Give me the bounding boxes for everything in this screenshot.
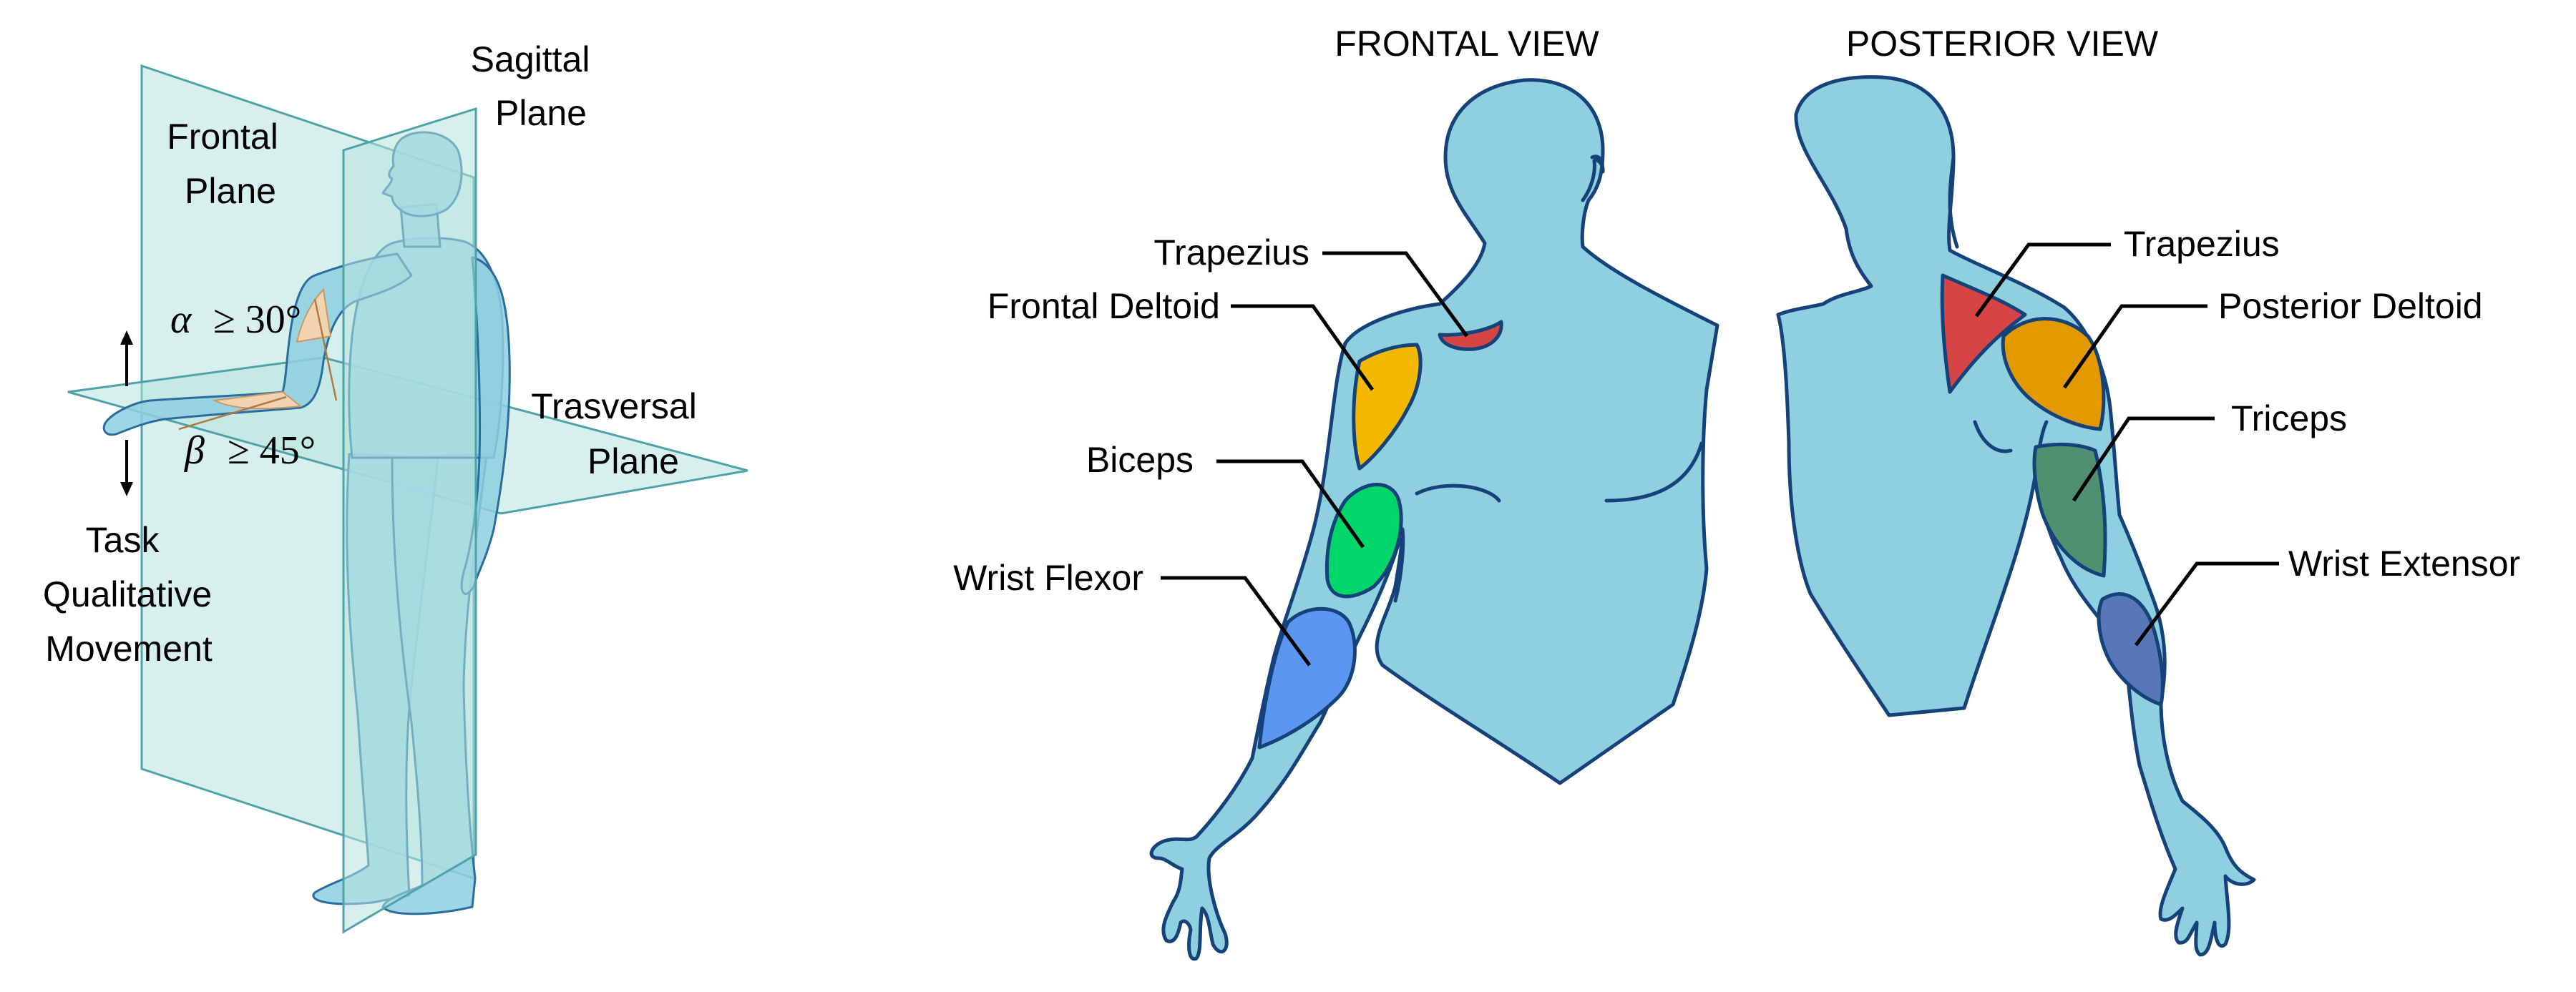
biceps-label: Biceps: [1086, 440, 1194, 480]
sagittal-plane-label: Sagittal Plane: [471, 39, 600, 133]
triceps-leader: [2072, 416, 2215, 502]
frontal-trapezius-region: [1438, 320, 1503, 351]
beta-angle-label: β ≥ 45°: [184, 428, 316, 473]
task-movement-label: Task Qualitative Movement: [43, 520, 222, 669]
posterior-trapezius-label: Trapezius: [2124, 224, 2280, 264]
frontal-view-panel: FRONTAL VIEW Trapezius Frontal Deltoid B…: [953, 24, 1719, 961]
frontal-view-title: FRONTAL VIEW: [1335, 24, 1599, 64]
posterior-view-title: POSTERIOR VIEW: [1846, 24, 2159, 64]
biceps-region: [1324, 483, 1403, 599]
down-arrow-icon: [120, 440, 133, 496]
sagittal-plane: [342, 107, 477, 934]
transversal-plane-label: Trasversal Plane: [531, 386, 706, 481]
frontal-trapezius-leader: [1322, 251, 1469, 338]
svg-text:α: α: [170, 298, 192, 342]
svg-text:≥ 30°: ≥ 30°: [213, 298, 301, 342]
wrist-extensor-leader: [2134, 561, 2279, 647]
posterior-deltoid-label: Posterior Deltoid: [2218, 286, 2483, 326]
triceps-region: [2032, 442, 2107, 578]
frontal-plane-label: Frontal Plane: [167, 117, 288, 211]
elbow-angle-wedge: [178, 391, 303, 431]
frontal-deltoid-region: [1352, 343, 1423, 471]
biceps-leader: [1216, 459, 1365, 549]
alpha-angle-label: α ≥ 30°: [170, 298, 301, 342]
wrist-extensor-label: Wrist Extensor: [2288, 544, 2520, 584]
posterior-deltoid-leader: [2062, 304, 2207, 389]
wrist-flexor-label: Wrist Flexor: [953, 558, 1143, 598]
wrist-flexor-region: [1257, 607, 1357, 750]
wrist-extensor-region: [2097, 592, 2165, 707]
frontal-deltoid-leader: [1231, 304, 1375, 391]
triceps-label: Triceps: [2231, 398, 2347, 438]
up-arrow-icon: [120, 330, 133, 386]
svg-text:≥ 45°: ≥ 45°: [228, 428, 316, 473]
frontal-body-silhouette: [1149, 78, 1719, 961]
wrist-flexor-leader: [1161, 576, 1312, 667]
planes-panel: Frontal Plane Sagittal Plane Trasversal …: [43, 39, 748, 934]
posterior-body-silhouette: [1776, 75, 2256, 957]
posterior-deltoid-region: [2001, 317, 2106, 431]
posterior-trapezius-leader: [1974, 242, 2111, 318]
shoulder-angle-wedge: [296, 288, 338, 401]
posterior-view-panel: POSTERIOR VIEW Trapezius Posterior Delto…: [1776, 24, 2520, 957]
frontal-deltoid-label: Frontal Deltoid: [987, 286, 1220, 326]
frontal-trapezius-label: Trapezius: [1153, 232, 1309, 272]
svg-text:β: β: [184, 428, 205, 473]
